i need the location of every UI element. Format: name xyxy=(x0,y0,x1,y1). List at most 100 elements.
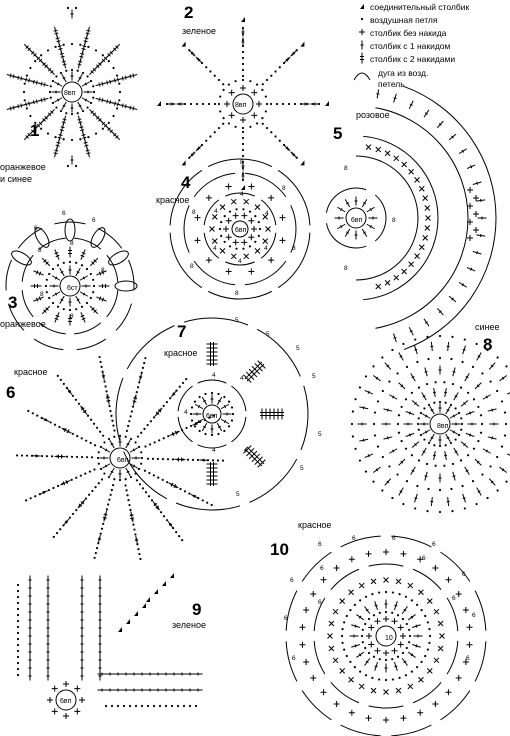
chain-stitch xyxy=(25,74,28,77)
chain-arc xyxy=(440,551,471,582)
petal xyxy=(108,250,129,266)
tr-stitch xyxy=(23,131,33,141)
dc-stitch xyxy=(46,623,50,633)
motif-number-2: 2 xyxy=(184,3,193,22)
chain-arc xyxy=(183,317,249,326)
chain-stitch xyxy=(166,481,169,484)
chain-stitch xyxy=(146,457,150,460)
chain-stitch xyxy=(98,430,102,433)
chain-stitch xyxy=(76,112,79,115)
tr-stitch xyxy=(169,430,180,437)
sc-cross-stitch xyxy=(262,213,269,220)
dc-stitch xyxy=(210,424,214,434)
chain-stitch xyxy=(79,474,82,477)
chain-stitch xyxy=(92,284,96,288)
chain-stitch xyxy=(182,704,186,708)
sc-stitch xyxy=(400,715,407,722)
chain-stitch xyxy=(93,468,96,471)
chain-stitch xyxy=(152,416,156,419)
chain-stitch xyxy=(100,478,104,481)
chain-stitch xyxy=(254,215,257,218)
chain-arc xyxy=(474,590,487,631)
chain-arc xyxy=(5,259,12,291)
chain-stitch xyxy=(129,415,132,418)
dc-stitch xyxy=(446,341,450,351)
chain-stitch xyxy=(230,419,234,422)
chain-stitch xyxy=(89,79,93,83)
chain-stitch xyxy=(175,531,178,534)
sc-stitch xyxy=(320,689,327,696)
dc-stitch xyxy=(458,281,467,288)
motif-1-center: 8вп xyxy=(64,90,76,97)
dc-stitch xyxy=(98,615,102,625)
dc-stitch xyxy=(482,394,491,400)
sc-cross-stitch xyxy=(243,253,250,260)
chain-stitch xyxy=(97,451,100,454)
sc-stitch xyxy=(397,624,404,631)
chain-stitch xyxy=(49,85,52,88)
chain-arc xyxy=(203,199,220,226)
chain-stitch xyxy=(105,390,108,393)
chain-stitch xyxy=(372,614,376,617)
chain-stitch xyxy=(384,678,388,682)
chain-arc xyxy=(197,444,227,449)
chain-stitch xyxy=(118,434,122,438)
dc-stitch xyxy=(185,688,195,692)
chain-stitch xyxy=(49,96,52,99)
chain-stitch xyxy=(65,69,68,72)
chain-stitch xyxy=(264,95,267,98)
motif-7-color: красное xyxy=(164,348,197,358)
chain-stitch xyxy=(68,516,71,519)
chain-stitch xyxy=(397,414,401,417)
chain-stitch xyxy=(419,411,423,415)
chain-stitch xyxy=(438,334,442,338)
dc-stitch xyxy=(453,447,459,456)
sc-stitch xyxy=(467,235,473,241)
dc-stitch xyxy=(193,672,203,676)
sc-cross-stitch xyxy=(395,578,402,585)
dc-stitch xyxy=(28,671,32,681)
dc-stitch xyxy=(46,591,50,601)
dc-stitch xyxy=(145,672,155,676)
dc-stitch xyxy=(383,408,393,412)
sc-stitch xyxy=(455,591,462,597)
chain-count: 5 xyxy=(312,373,316,380)
chain-stitch xyxy=(223,429,226,433)
dc-stitch xyxy=(407,614,416,621)
chain-stitch xyxy=(427,403,431,407)
motif-8-center: 8вп xyxy=(437,423,449,430)
sc-stitch xyxy=(194,214,201,221)
chain-count: 5 xyxy=(266,331,270,338)
chain-arc xyxy=(353,72,371,81)
chain-arc xyxy=(21,290,34,318)
chain-stitch xyxy=(15,454,19,457)
chain-count: 8 xyxy=(190,263,194,270)
center-ring xyxy=(375,625,397,647)
chain-stitch xyxy=(222,122,225,125)
chain-stitch xyxy=(417,386,421,389)
chain-stitch xyxy=(241,154,245,158)
dc-stitch xyxy=(290,151,298,159)
chain-stitch xyxy=(56,374,59,377)
chain-stitch xyxy=(343,621,346,624)
tr-stitch xyxy=(79,49,85,61)
sc-stitch xyxy=(248,183,255,190)
chain-arc xyxy=(330,681,360,704)
chain-stitch xyxy=(110,704,114,708)
tr-stitch xyxy=(248,450,258,460)
chain-stitch xyxy=(161,457,165,461)
sc-stitch xyxy=(225,234,232,241)
dc-stitch xyxy=(506,453,510,459)
sc-stitch xyxy=(455,675,462,681)
chain-count: 8 xyxy=(240,159,244,166)
dc-stitch xyxy=(445,405,451,415)
chain-stitch xyxy=(62,382,65,385)
tr-stitch xyxy=(61,57,67,69)
tr-stitch xyxy=(57,130,63,142)
chain-arc xyxy=(38,322,66,335)
sc-stitch xyxy=(228,89,235,96)
chain-stitch xyxy=(103,380,106,383)
chain-stitch xyxy=(92,96,95,99)
chain-stitch xyxy=(381,389,384,393)
chain-stitch xyxy=(80,455,84,459)
